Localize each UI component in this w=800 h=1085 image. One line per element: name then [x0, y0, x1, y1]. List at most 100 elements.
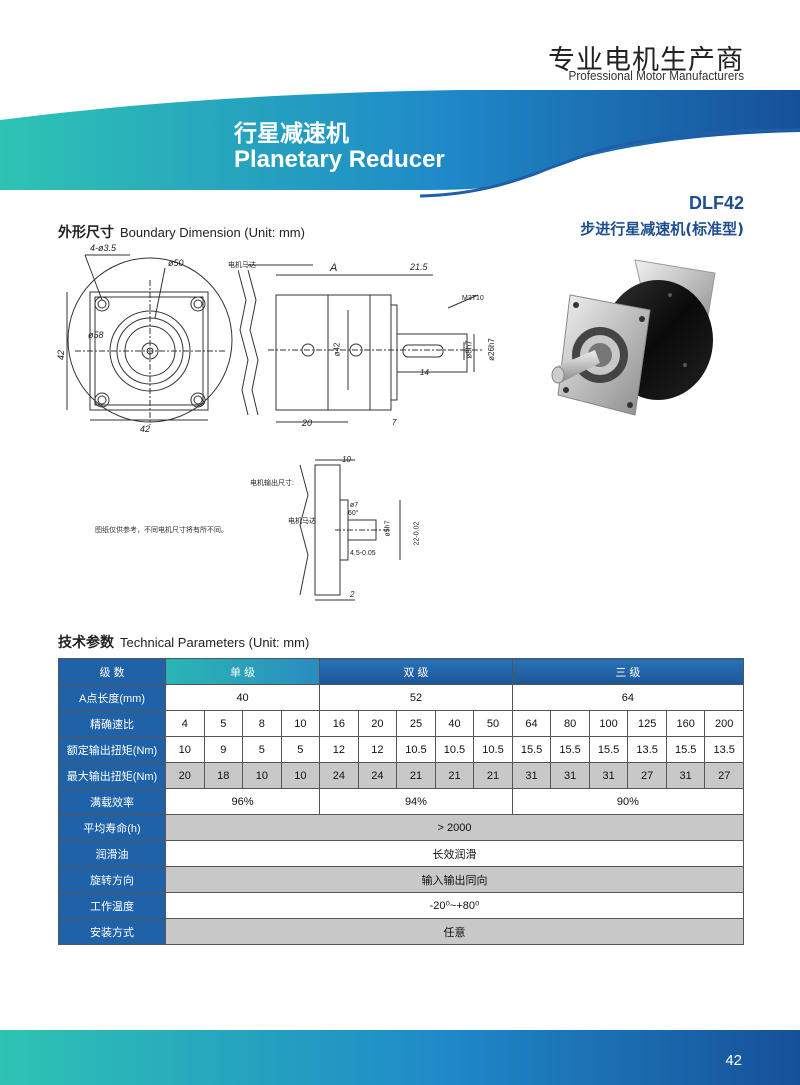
product-image	[551, 259, 716, 416]
table-cell: 9	[203, 736, 244, 763]
table-cell: 10.5	[434, 736, 475, 763]
table-row-life: 平均寿命(h) > 2000	[58, 814, 744, 841]
table-row-max-torque: 最大输出扭矩(Nm) 20 18 10 10 24 24 21 21 21 31…	[58, 762, 744, 789]
table-row-stages: 级 数 单 级 双 级 三 级	[58, 658, 745, 685]
table-cell: 20	[165, 762, 205, 789]
table-cell: 31	[665, 762, 706, 789]
label-h42: 42	[56, 349, 67, 361]
title-banner	[0, 90, 800, 198]
boundary-heading: 外形尺寸 Boundary Dimension (Unit: mm)	[58, 222, 305, 242]
table-cell: 52	[319, 684, 513, 711]
table-cell: 25	[396, 710, 436, 737]
table-row-ratios: 精确速比 4 5 8 10 16 20 25 40 50 64 80 100 1…	[58, 710, 744, 737]
table-cell: 24	[319, 762, 359, 789]
footer-bar	[0, 1030, 800, 1085]
row-label: 级 数	[58, 658, 166, 685]
label-w42: 42	[140, 424, 151, 434]
table-cell: 10.5	[396, 736, 436, 763]
table-cell: 输入输出同向	[165, 866, 744, 893]
table-cell: 21	[473, 762, 513, 789]
row-label: 额定输出扭矩(Nm)	[58, 736, 166, 763]
table-cell: 12	[319, 736, 359, 763]
table-cell: 10	[165, 736, 205, 763]
table-cell: 10	[280, 762, 321, 789]
table-cell: 31	[588, 762, 629, 789]
label-45: 4.5-0.05	[350, 550, 376, 557]
stage-double: 双 级	[319, 658, 513, 685]
row-label: 旋转方向	[58, 866, 166, 893]
company-name-en: Professional Motor Manufacturers	[568, 68, 744, 83]
table-cell: 96%	[164, 788, 321, 815]
spec-table: 级 数 单 级 双 级 三 级 A点长度(mm) 40 52 64 精确速比 4…	[58, 658, 745, 945]
table-cell: 31	[511, 762, 552, 789]
table-row-rotation: 旋转方向 输入输出同向	[58, 866, 744, 893]
label-shaft-output: 电机输出尺寸:	[250, 480, 294, 487]
table-cell: 20	[357, 710, 398, 737]
row-label: 满载效率	[58, 788, 166, 815]
table-cell: 18	[203, 762, 244, 789]
label-d5: ø5h7	[384, 520, 392, 537]
model-description: 步进行星减速机(标准型)	[580, 220, 744, 238]
row-label: 最大输出扭矩(Nm)	[58, 762, 166, 789]
table-cell: 15.5	[511, 736, 552, 763]
title-cn: 行星减速机	[234, 121, 349, 147]
label-d22: 22-0.02	[413, 521, 421, 546]
table-cell: 长效润滑	[165, 840, 744, 867]
table-cell: 8	[242, 710, 282, 737]
table-cell: 13.5	[704, 736, 744, 763]
row-label: 润滑油	[58, 840, 166, 867]
table-row-lubricant: 润滑油 长效润滑	[58, 840, 744, 867]
table-cell: 94%	[319, 788, 513, 815]
table-cell: 15.5	[588, 736, 629, 763]
table-cell: 12	[357, 736, 398, 763]
label-2: 2	[350, 590, 355, 599]
company-name-cn: 专业电机生产商	[548, 45, 744, 76]
label-10: 10	[342, 455, 351, 464]
table-cell: 21	[396, 762, 436, 789]
label-14: 14	[420, 368, 429, 377]
row-label: 精确速比	[58, 710, 166, 737]
stage-single: 单 级	[164, 658, 321, 685]
label-motor2: 电机马达	[288, 518, 316, 525]
label-m3: M3T10	[462, 295, 484, 302]
row-label: 平均寿命(h)	[58, 814, 166, 841]
label-holes: 4-ø3.5	[90, 243, 117, 253]
table-cell: 16	[319, 710, 359, 737]
table-cell: 15.5	[665, 736, 706, 763]
table-cell: 80	[550, 710, 590, 737]
front-view-drawing	[66, 254, 233, 425]
side-view-drawing	[238, 264, 483, 423]
table-cell: > 2000	[165, 814, 744, 841]
label-d42: ø42	[332, 342, 342, 357]
label-d7: ø7	[350, 502, 359, 509]
table-cell: 200	[704, 710, 744, 737]
table-cell: 64	[511, 684, 745, 711]
table-cell: 15.5	[550, 736, 590, 763]
table-row-length: A点长度(mm) 40 52 64	[58, 684, 745, 711]
table-cell: 21	[434, 762, 475, 789]
boundary-title-en: Boundary Dimension (Unit: mm)	[120, 225, 305, 240]
table-row-rated-torque: 额定输出扭矩(Nm) 10 9 5 5 12 12 10.5 10.5 10.5…	[58, 736, 744, 763]
table-cell: 24	[357, 762, 398, 789]
boundary-title-cn: 外形尺寸	[58, 225, 114, 241]
table-cell: 100	[588, 710, 629, 737]
table-cell: 50	[473, 710, 513, 737]
drawing-note: 图纸仅供参考，不同电机尺寸将有所不同。	[95, 526, 228, 534]
row-label: 工作温度	[58, 892, 166, 919]
label-d50: ø50	[168, 258, 184, 268]
table-cell: -20⁰~+80⁰	[165, 892, 744, 919]
table-cell: 5	[203, 710, 244, 737]
table-cell: 10.5	[473, 736, 513, 763]
label-d8: ø8h7	[464, 340, 474, 359]
table-cell: 27	[704, 762, 744, 789]
table-cell: 40	[164, 684, 321, 711]
table-row-temperature: 工作温度 -20⁰~+80⁰	[58, 892, 744, 919]
label-motor: 电机马达	[228, 262, 256, 269]
table-cell: 10	[280, 710, 321, 737]
table-cell: 27	[627, 762, 667, 789]
title-en: Planetary Reducer	[234, 146, 445, 173]
page-number: 42	[725, 1052, 742, 1069]
model-number: DLF42	[688, 193, 744, 213]
label-7: 7	[392, 418, 397, 427]
table-cell: 10	[242, 762, 282, 789]
